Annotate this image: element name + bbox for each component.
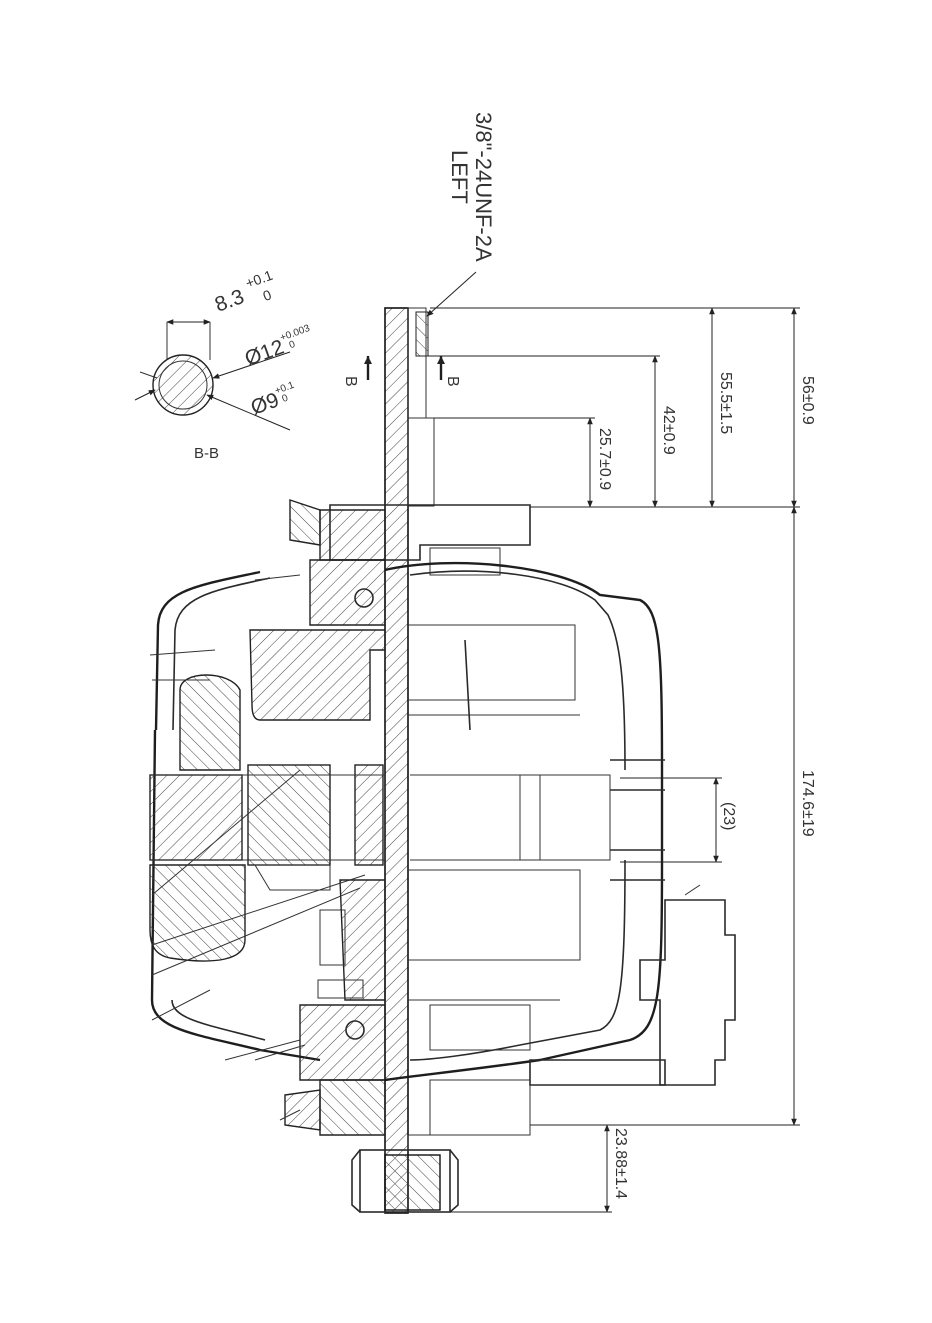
section-bb-detail: 8.3 +0.1 0 Ø12 +0.003 0 Ø9 +0.1 0 B-B bbox=[135, 267, 317, 462]
rotor-stator-section bbox=[150, 630, 385, 1135]
section-circle bbox=[153, 355, 213, 415]
outer-dia-tol-lower: 0 bbox=[288, 339, 297, 351]
inner-dia-tol-lower: 0 bbox=[281, 393, 290, 405]
inner-dia-label: Ø9 +0.1 0 bbox=[247, 380, 301, 420]
outer-dia-value: Ø12 bbox=[242, 336, 287, 371]
dim-56: 56±0.9 bbox=[799, 376, 816, 425]
cut-mark-right: B bbox=[444, 376, 461, 387]
section-title: B-B bbox=[194, 445, 219, 462]
cut-mark-left: B bbox=[342, 376, 359, 387]
thread-callout: 3/8"-24UNF-2A LEFT bbox=[427, 112, 496, 316]
flat-width-value: 8.3 bbox=[212, 285, 247, 317]
front-housing bbox=[290, 500, 530, 625]
dim-42: 42±0.9 bbox=[660, 406, 677, 455]
outer-dia-label: Ø12 +0.003 0 bbox=[241, 323, 317, 371]
dim-25-7: 25.7±0.9 bbox=[596, 428, 613, 490]
thread-hand: LEFT bbox=[447, 150, 472, 204]
dim-23: (23) bbox=[720, 802, 737, 830]
thread-spec: 3/8"-24UNF-2A bbox=[471, 112, 496, 262]
dim-55-5: 55.5±1.5 bbox=[717, 372, 734, 434]
outer-dia-tol-upper: +0.003 bbox=[279, 323, 312, 344]
thread-leader bbox=[427, 272, 476, 316]
dim-174-6: 174.6±19 bbox=[799, 770, 816, 837]
flat-width-label: 8.3 +0.1 0 bbox=[209, 267, 281, 321]
dim-23-88: 23.88±1.4 bbox=[612, 1128, 629, 1199]
flat-width-tol-upper: +0.1 bbox=[243, 267, 275, 292]
flat-width-tol-lower: 0 bbox=[261, 286, 274, 304]
